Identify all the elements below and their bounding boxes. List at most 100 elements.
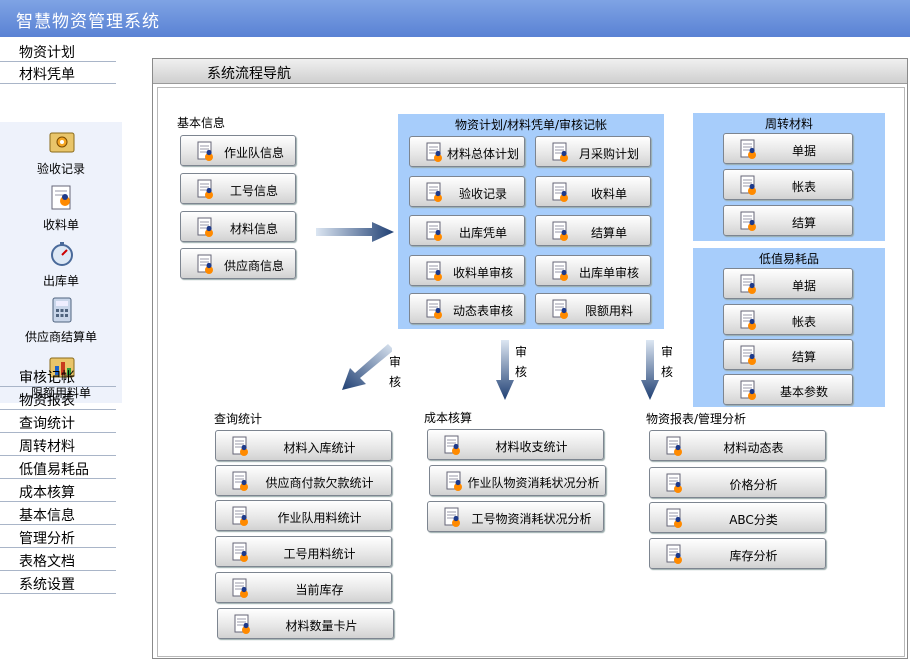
user-document-icon (552, 299, 568, 319)
basic-info-button[interactable]: 材料信息 (180, 211, 296, 242)
lowvalue-panel-button[interactable]: 结算 (723, 339, 853, 370)
user-document-icon (426, 261, 442, 281)
reports-analysis-button[interactable]: 库存分析 (649, 538, 826, 569)
button-label: 单据 (791, 279, 816, 293)
user-document-icon (232, 578, 248, 598)
window-title: 系统流程导航 (207, 66, 291, 82)
button-label: 作业队信息 (223, 146, 284, 160)
sidebar-item-cost[interactable]: 成本核算 (0, 480, 116, 502)
user-document-icon (552, 221, 568, 241)
center-panel-button[interactable]: 收料单 (535, 176, 651, 207)
sidebar-item-analysis[interactable]: 管理分析 (0, 526, 116, 548)
user-document-icon (426, 299, 442, 319)
user-document-icon (197, 254, 213, 274)
audit-label-right: 审核 (661, 345, 674, 379)
user-document-icon (444, 507, 460, 527)
center-panel-button[interactable]: 出库凭单 (409, 215, 525, 246)
center-panel-button[interactable]: 验收记录 (409, 176, 525, 207)
button-label: 收料单 (590, 187, 627, 201)
sidebar: 物资计划 材料凭单 验收记录 收料单 出库单 供应商结算单 限额用料单 审核记帐… (0, 37, 122, 659)
button-label: 供应商信息 (223, 259, 284, 273)
center-panel-button[interactable]: 出库单审核 (535, 255, 651, 286)
basic-info-button[interactable]: 工号信息 (180, 173, 296, 204)
sub-item-outbound-note[interactable]: 出库单 (0, 238, 122, 294)
center-panel-button[interactable]: 限额用料 (535, 293, 651, 324)
sub-item-quota-material[interactable]: 限额用料单 (0, 350, 122, 406)
reports-analysis-button[interactable]: 价格分析 (649, 467, 826, 498)
cost-accounting-button[interactable]: 工号物资消耗状况分析 (427, 501, 604, 532)
window-header: 系统流程导航 (153, 59, 907, 84)
sidebar-item-reports[interactable]: 物资报表 (0, 388, 116, 410)
query-stats-button[interactable]: 当前库存 (215, 572, 392, 603)
reports-analysis-button[interactable]: ABC分类 (649, 502, 826, 533)
query-stats-label: 查询统计 (214, 412, 263, 426)
calculator-icon (52, 297, 72, 323)
center-panel-title: 物资计划/材料凭单/审核记帐 (454, 118, 608, 132)
sidebar-item-audit[interactable]: 审核记帐 (0, 365, 116, 387)
sub-item-supplier-settlement[interactable]: 供应商结算单 (0, 294, 122, 350)
user-document-icon (666, 508, 682, 528)
lowvalue-panel-button[interactable]: 帐表 (723, 304, 853, 335)
turnover-panel-button[interactable]: 单据 (723, 133, 853, 164)
button-label: 库存分析 (729, 549, 778, 563)
basic-info-button[interactable]: 供应商信息 (180, 248, 296, 279)
sub-item-acceptance-record[interactable]: 验收记录 (0, 126, 122, 182)
sidebar-item-low-value[interactable]: 低值易耗品 (0, 457, 116, 479)
lowvalue-panel-title: 低值易耗品 (758, 252, 819, 266)
query-stats-button[interactable]: 材料入库统计 (215, 430, 392, 461)
lowvalue-panel-button[interactable]: 基本参数 (723, 374, 853, 405)
down-arrow-right-icon (641, 340, 659, 400)
audit-label-left: 审核 (389, 355, 402, 389)
center-panel-button[interactable]: 结算单 (535, 215, 651, 246)
button-label: 供应商付款欠款统计 (265, 476, 374, 490)
user-document-icon (740, 274, 756, 294)
button-label: 帐表 (791, 180, 816, 194)
sidebar-item-settings[interactable]: 系统设置 (0, 572, 116, 594)
sidebar-item-material-plan[interactable]: 物资计划 (0, 40, 116, 62)
turnover-panel-button[interactable]: 帐表 (723, 169, 853, 200)
query-stats-button[interactable]: 材料数量卡片 (217, 608, 394, 639)
cost-accounting-button[interactable]: 作业队物资消耗状况分析 (429, 465, 606, 496)
lowvalue-panel-button[interactable]: 单据 (723, 268, 853, 299)
audit-label-center: 审核 (515, 345, 528, 379)
center-panel-button[interactable]: 月采购计划 (535, 136, 651, 167)
button-label: 材料数量卡片 (285, 619, 358, 633)
bar-chart-folder-icon (49, 357, 75, 378)
button-label: 结算单 (590, 226, 627, 240)
button-label: 基本参数 (779, 385, 828, 399)
user-document-icon (666, 436, 682, 456)
button-label: 材料信息 (229, 222, 278, 236)
center-panel-button[interactable]: 材料总体计划 (409, 136, 525, 167)
query-stats-button[interactable]: 供应商付款欠款统计 (215, 465, 392, 496)
user-document-icon (446, 471, 462, 491)
button-label: 材料总体计划 (446, 147, 519, 161)
user-document-icon (197, 217, 213, 237)
button-label: 单据 (791, 144, 816, 158)
turnover-panel-button[interactable]: 结算 (723, 205, 853, 236)
button-label: 帐表 (791, 315, 816, 329)
center-panel-button[interactable]: 收料单审核 (409, 255, 525, 286)
user-document-icon (666, 544, 682, 564)
query-stats-button[interactable]: 作业队用料统计 (215, 500, 392, 531)
sidebar-item-material-voucher[interactable]: 材料凭单 (0, 62, 116, 84)
diagonal-arrow-icon (342, 344, 392, 390)
user-document-icon (552, 142, 568, 162)
button-label: 结算 (791, 216, 816, 230)
basic-info-label: 基本信息 (177, 116, 226, 130)
user-document-icon (552, 182, 568, 202)
sub-item-receipt-note[interactable]: 收料单 (0, 182, 122, 238)
cost-accounting-button[interactable]: 材料收支统计 (427, 429, 604, 460)
button-label: 材料收支统计 (495, 440, 568, 454)
sidebar-item-basic-info[interactable]: 基本信息 (0, 503, 116, 525)
button-label: 出库单审核 (578, 266, 639, 280)
basic-info-button[interactable]: 作业队信息 (180, 135, 296, 166)
right-arrow-icon (316, 222, 394, 242)
query-stats-button[interactable]: 工号用料统计 (215, 536, 392, 567)
app-title: 智慧物资管理系统 (16, 12, 160, 32)
reports-analysis-button[interactable]: 材料动态表 (649, 430, 826, 461)
sidebar-item-turnover[interactable]: 周转材料 (0, 434, 116, 456)
gear-folder-icon (49, 132, 75, 153)
sidebar-item-query[interactable]: 查询统计 (0, 411, 116, 433)
center-panel-button[interactable]: 动态表审核 (409, 293, 525, 324)
sidebar-item-documents[interactable]: 表格文档 (0, 549, 116, 571)
